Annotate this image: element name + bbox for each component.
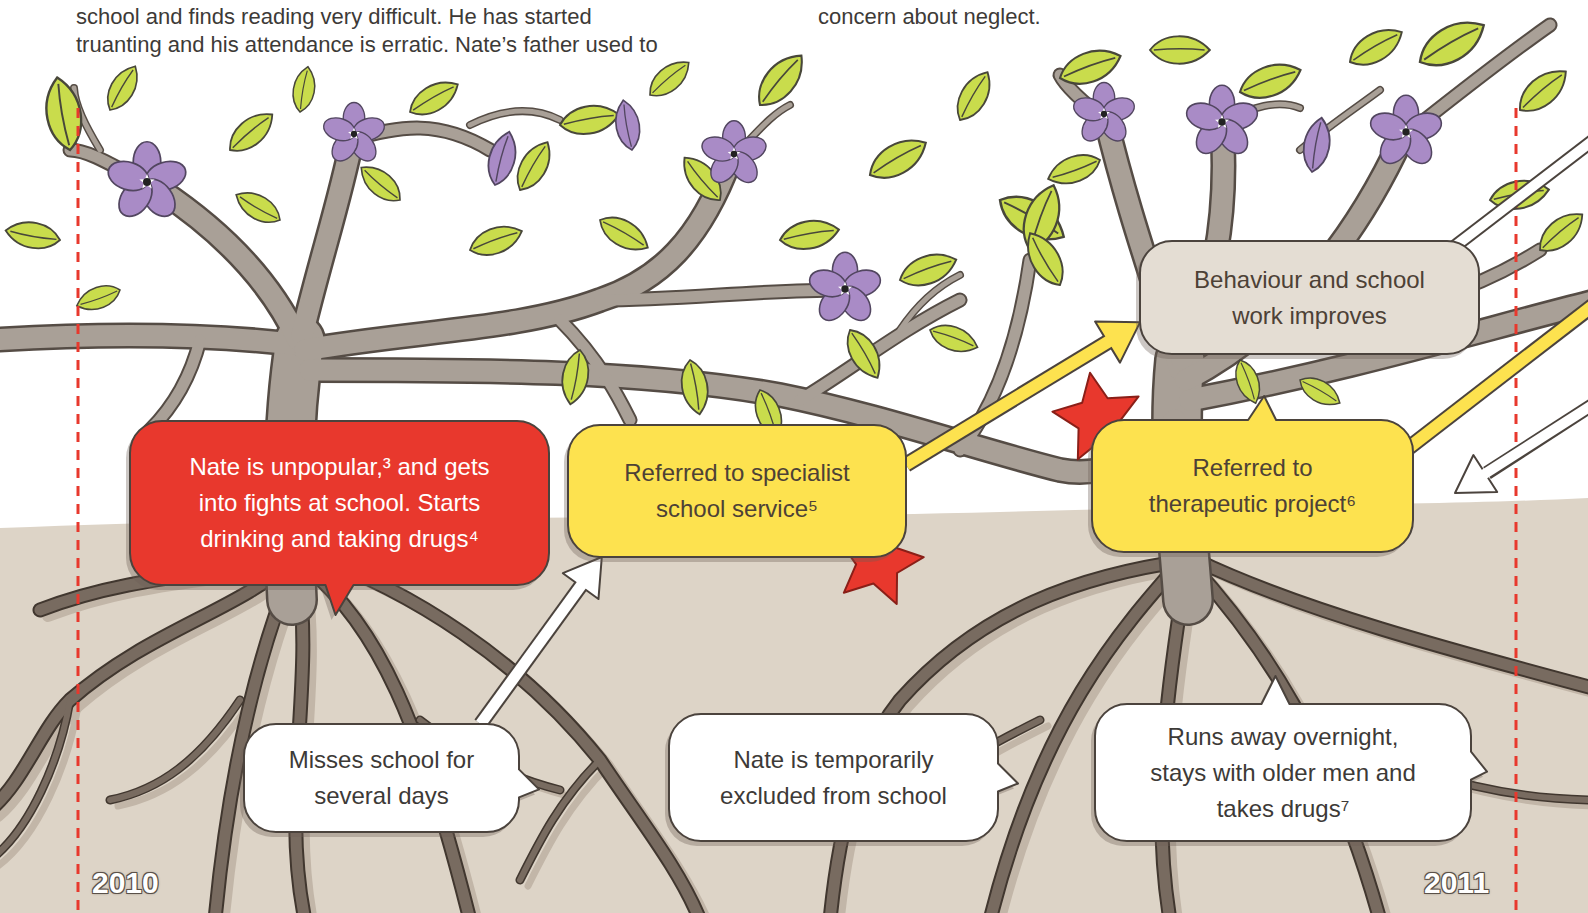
story-text: concern about neglect. — [818, 3, 1138, 31]
arrow-outline — [481, 585, 582, 724]
story-text: school and finds reading very difficult.… — [76, 3, 671, 58]
speech-bubble: Misses school for several days — [244, 724, 519, 832]
illustration-use — [1235, 56, 1306, 106]
illustration-use — [1071, 83, 1138, 146]
year-label: 2010 — [92, 866, 212, 901]
bubble-outline — [568, 425, 906, 557]
bubble-shape — [244, 724, 539, 832]
bubble-text: Misses school for several days — [274, 742, 489, 814]
illustration-use — [104, 142, 189, 223]
illustration-use — [1300, 115, 1334, 174]
illustration-path — [1450, 135, 1588, 250]
illustration-use — [3, 218, 62, 252]
illustration-use — [612, 98, 644, 152]
illustration-use — [1044, 148, 1105, 191]
illustration-use — [1183, 85, 1261, 159]
illustration-use — [1412, 11, 1493, 77]
illustration-use — [222, 105, 281, 160]
arrow-shaft — [906, 341, 1109, 465]
illustration-use — [73, 280, 123, 315]
illustration-use — [0, 555, 1588, 913]
illustration-use — [839, 324, 888, 384]
illustration-use — [1055, 42, 1126, 92]
bubble-text: Runs away overnight, stays with older me… — [1150, 719, 1416, 827]
illustration-use — [290, 65, 319, 114]
bubble-outline — [244, 724, 519, 832]
bubble-outline — [669, 714, 998, 841]
bubble-text: Nate is temporarily excluded from school — [709, 742, 958, 814]
illustration-use — [643, 54, 697, 104]
illustration-path — [1450, 135, 1588, 250]
illustration-use — [1343, 20, 1408, 74]
speech-bubble: Runs away overnight, stays with older me… — [1095, 704, 1471, 841]
illustration-use — [863, 130, 933, 188]
bubble-shape — [1095, 676, 1487, 841]
illustration-use — [895, 247, 961, 293]
bubble-shape — [1092, 396, 1413, 552]
illustration-use — [806, 252, 884, 326]
illustration-use — [1511, 61, 1574, 120]
bubble-outline — [1140, 241, 1479, 354]
illustration-line — [1515, 108, 1518, 913]
bubble-outline — [1092, 420, 1413, 552]
bubble-shape — [1140, 241, 1479, 354]
illustration-use — [70, 25, 1550, 450]
arrow-outline — [906, 341, 1109, 465]
illustration-use — [41, 75, 87, 153]
speech-bubble: Behaviour and school work improves — [1140, 241, 1479, 354]
illustration-use — [1367, 95, 1445, 169]
illustration-use — [926, 319, 981, 358]
bubble-shape — [568, 425, 906, 557]
illustration-use — [321, 103, 388, 166]
illustration-use — [354, 159, 408, 209]
illustration-use — [1150, 36, 1210, 63]
illustration-use — [466, 219, 527, 262]
illustration-use — [1532, 205, 1588, 260]
illustration-use — [749, 46, 813, 114]
illustration-use — [483, 128, 522, 188]
illustration-use — [230, 185, 285, 230]
bubble-shape — [669, 714, 1018, 841]
illustration-use — [558, 101, 622, 138]
illustration-use — [594, 209, 654, 258]
illustration-use — [678, 358, 712, 417]
arrow-shaft — [481, 585, 582, 724]
bubble-text: Behaviour and school work improves — [1180, 262, 1439, 334]
speech-bubble: Nate is unpopular,³ and gets into fights… — [130, 421, 549, 585]
illustration-use — [949, 66, 998, 126]
illustration-use — [1018, 226, 1072, 291]
speech-bubble: Referred to specialist school service⁵ — [568, 425, 906, 557]
bubble-text: Referred to therapeutic project⁶ — [1142, 450, 1363, 522]
illustration-line — [77, 108, 80, 913]
bubble-text: Nate is unpopular,³ and gets into fights… — [175, 449, 504, 557]
illustration-path — [1483, 400, 1588, 475]
illustration-use — [699, 121, 769, 188]
illustration-use — [1295, 371, 1345, 412]
illustration-use — [404, 73, 464, 122]
year-label: 2011 — [1424, 866, 1544, 901]
illustration-use — [778, 216, 842, 253]
illustration-use — [100, 60, 145, 115]
bubble-shape — [130, 421, 549, 615]
illustration-use — [0, 555, 1588, 913]
illustration-use — [1230, 356, 1265, 406]
speech-bubble: Nate is temporarily excluded from school — [669, 714, 998, 841]
speech-bubble: Referred to therapeutic project⁶ — [1092, 420, 1413, 552]
illustration-use — [558, 348, 592, 407]
bubble-text: Referred to specialist school service⁵ — [613, 455, 861, 527]
illustration-use — [509, 136, 558, 196]
